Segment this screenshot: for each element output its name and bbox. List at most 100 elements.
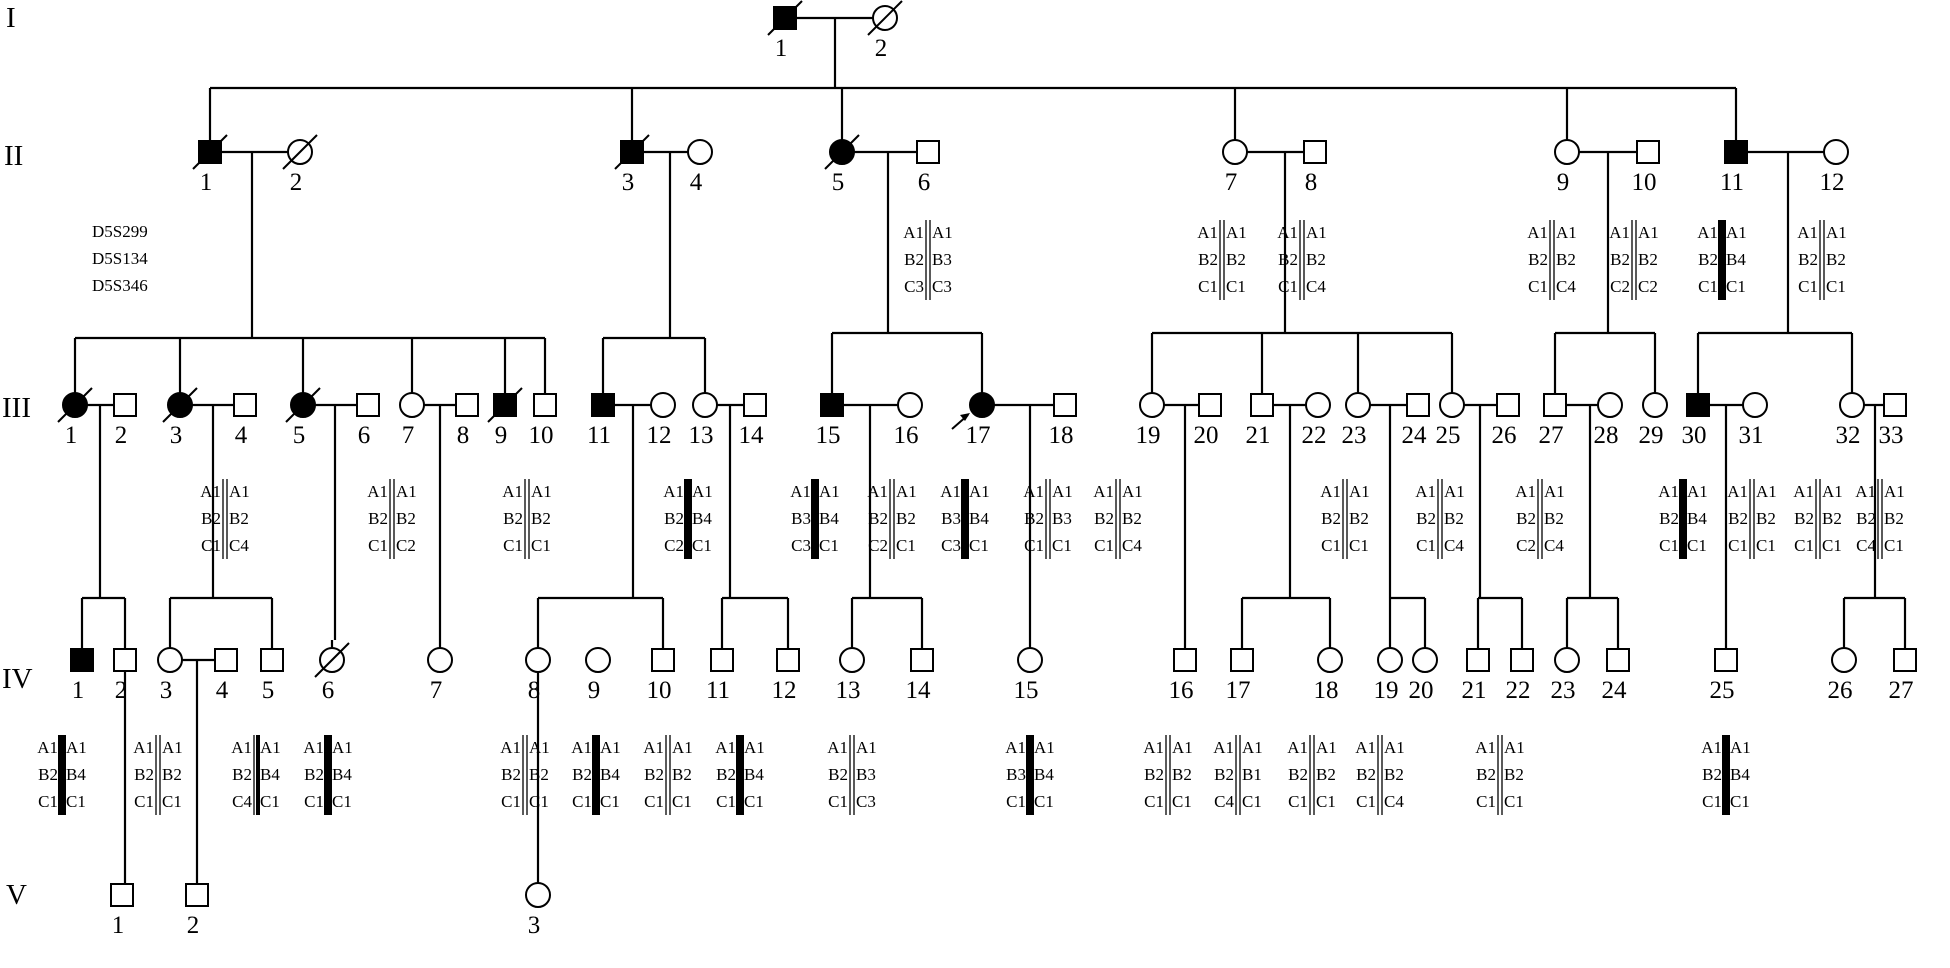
- individual-IV-7-symbol: [427, 647, 453, 673]
- haplotype-allele-left: C1: [501, 792, 521, 811]
- haplotype-allele-left: C1: [368, 536, 388, 555]
- haplotype-allele-right: B4: [600, 765, 620, 784]
- haplotype-allele-right: B2: [896, 509, 916, 528]
- haplotype-allele-left: A1: [367, 482, 388, 501]
- haplotype-allele-right: A1: [1730, 738, 1751, 757]
- generation-label-V: V: [6, 879, 27, 911]
- haplotype-allele-left: A1: [643, 738, 664, 757]
- haplotype-allele-right: C4: [229, 536, 249, 555]
- haplotype-allele-right: B2: [162, 765, 182, 784]
- individual-id-label: 5: [293, 422, 306, 449]
- haplotype-allele-left: B2: [38, 765, 58, 784]
- haplotype-allele-left: A1: [1005, 738, 1026, 757]
- haplotype-allele-left: A1: [903, 223, 924, 242]
- haplotype-allele-right: B1: [1242, 765, 1262, 784]
- individual-id-label: 19: [1136, 422, 1161, 449]
- haplotype-allele-right: B2: [1544, 509, 1564, 528]
- haplotype-allele-left: B2: [1356, 765, 1376, 784]
- individual-id-label: 3: [528, 912, 541, 939]
- individual-V-1-symbol: [110, 883, 134, 907]
- haplotype-allele-right: A1: [1052, 482, 1073, 501]
- individual-id-label: 17: [1226, 677, 1251, 704]
- haplotype-allele-left: A1: [1658, 482, 1679, 501]
- haplotype-allele-right: A1: [692, 482, 713, 501]
- individual-V-3-symbol: [525, 882, 551, 908]
- marker-label-d5s134: D5S134: [92, 249, 148, 268]
- individual-id-label: 22: [1506, 677, 1531, 704]
- individual-III-21-symbol: [1250, 393, 1274, 417]
- haplotype-allele-right: B4: [1726, 250, 1746, 269]
- haplotype-allele-right: A1: [1726, 223, 1747, 242]
- individual-id-label: 33: [1879, 422, 1904, 449]
- haplotype-allele-right: B4: [819, 509, 839, 528]
- haplotype-allele-right: A1: [1444, 482, 1465, 501]
- haplotype-allele-left: C1: [1528, 277, 1548, 296]
- haplotype-allele-right: C1: [1349, 536, 1369, 555]
- haplotype-allele-left: C2: [1610, 277, 1630, 296]
- haplotype-allele-left: A1: [502, 482, 523, 501]
- individual-id-label: 2: [115, 677, 128, 704]
- haplotype-allele-left: C3: [941, 536, 961, 555]
- haplotype-allele-left: A1: [940, 482, 961, 501]
- individual-id-label: 21: [1246, 422, 1271, 449]
- haplotype-allele-right: A1: [1556, 223, 1577, 242]
- individual-II-4-symbol: [687, 139, 713, 165]
- individual-IV-18-symbol: [1317, 647, 1343, 673]
- haplotype-allele-right: B2: [1826, 250, 1846, 269]
- haplotype-allele-right: B2: [1822, 509, 1842, 528]
- individual-III-22-symbol: [1305, 392, 1331, 418]
- haplotype-allele-left: A1: [1093, 482, 1114, 501]
- deceased-slash: [314, 642, 350, 678]
- individual-id-label: 12: [647, 422, 672, 449]
- individual-id-label: 15: [1014, 677, 1039, 704]
- haplotype-allele-right: B2: [1884, 509, 1904, 528]
- haplotype-allele-right: A1: [896, 482, 917, 501]
- individual-IV-4-symbol: [214, 648, 238, 672]
- haplotype-allele-left: A1: [1277, 223, 1298, 242]
- individual-id-label: 28: [1594, 422, 1619, 449]
- haplotype-allele-right: C1: [896, 536, 916, 555]
- individual-id-label: 15: [816, 422, 841, 449]
- individual-III-24-symbol: [1406, 393, 1430, 417]
- individual-III-32-symbol: [1839, 392, 1865, 418]
- individual-III-16-symbol: [897, 392, 923, 418]
- generation-label-IV: IV: [2, 663, 33, 695]
- individual-id-label: 26: [1828, 677, 1853, 704]
- individual-IV-27-symbol: [1893, 648, 1917, 672]
- haplotype-allele-left: A1: [827, 738, 848, 757]
- haplotype-allele-left: C1: [1321, 536, 1341, 555]
- haplotype-bar-disease: [811, 479, 815, 559]
- individual-id-label: 1: [65, 422, 78, 449]
- individual-id-label: 11: [1720, 169, 1744, 196]
- haplotype-allele-right: C1: [529, 792, 549, 811]
- haplotype-allele-left: C1: [1356, 792, 1376, 811]
- haplotype-allele-right: A1: [396, 482, 417, 501]
- haplotype-allele-left: A1: [1701, 738, 1722, 757]
- haplotype-allele-left: C1: [503, 536, 523, 555]
- individual-IV-2-symbol: [113, 648, 137, 672]
- individual-IV-24-symbol: [1606, 648, 1630, 672]
- deceased-slash: [867, 0, 903, 36]
- haplotype-bar-disease: [684, 479, 688, 559]
- haplotype-allele-left: C1: [1798, 277, 1818, 296]
- generation-label-I: I: [6, 2, 16, 34]
- individual-id-label: 19: [1374, 677, 1399, 704]
- haplotype-allele-right: B2: [1316, 765, 1336, 784]
- individual-id-label: 9: [588, 677, 601, 704]
- haplotype-allele-left: B2: [501, 765, 521, 784]
- individual-III-11-symbol: [591, 393, 615, 417]
- haplotype-bar-disease: [328, 735, 332, 815]
- individual-IV-15-symbol: [1017, 647, 1043, 673]
- individual-IV-16-symbol: [1173, 648, 1197, 672]
- haplotype-allele-left: B2: [304, 765, 324, 784]
- individual-id-label: 21: [1462, 677, 1487, 704]
- haplotype-allele-right: A1: [1034, 738, 1055, 757]
- haplotype-allele-left: B2: [1288, 765, 1308, 784]
- haplotype-bar-disease: [1030, 735, 1034, 815]
- individual-IV-14-symbol: [910, 648, 934, 672]
